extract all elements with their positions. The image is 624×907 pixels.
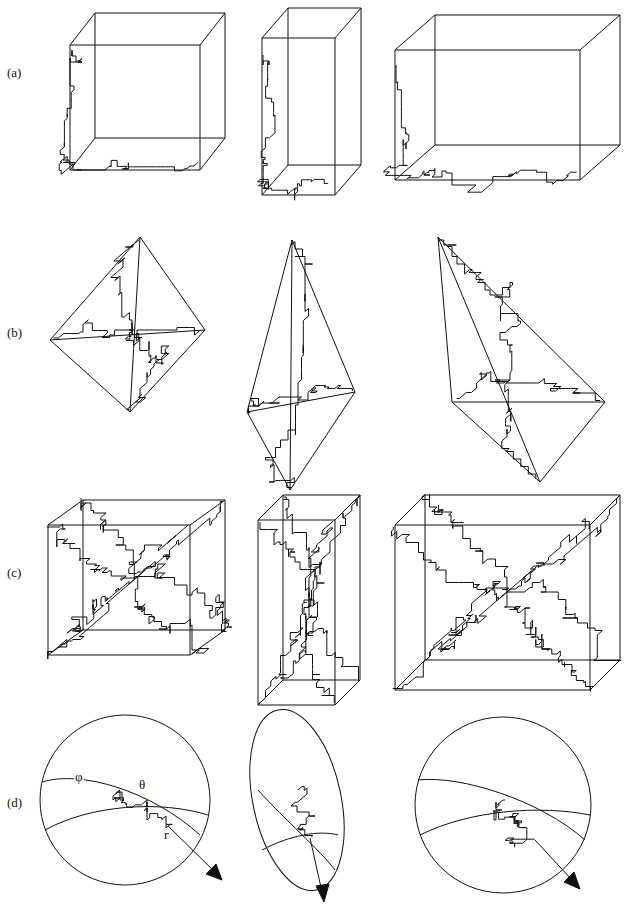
random-walk-path [505,592,594,692]
tetrahedron-frame [247,240,355,490]
random-walk-path [422,494,508,592]
radius-arrow [310,838,322,892]
random-walk-path [81,498,137,580]
random-walk-path [439,240,521,380]
sphere-outline [40,715,210,885]
random-walk-path [383,65,576,192]
sphere-arc [418,779,590,840]
random-walk-path [259,600,310,704]
axis-label: r [163,828,169,842]
random-walk-path [502,380,536,479]
random-walk-path [284,497,320,600]
box-frame [262,8,361,195]
random-walk-path [266,400,299,488]
tetrahedron-frame [50,237,205,412]
random-walk-path [507,580,621,661]
random-walk-path [257,55,328,200]
panel-label: (d) [6,796,23,810]
radius-arrow [535,840,572,880]
panel-label: (a) [6,66,22,80]
box-frame [395,15,620,180]
random-walk-path [291,786,315,836]
random-walk-path [306,600,358,682]
arrow-head [316,884,329,902]
random-walk-path [426,592,507,660]
random-walk-path [130,328,200,338]
tetrahedron-frame [438,237,605,482]
random-walk-path [494,800,535,847]
arrow-head [564,872,580,889]
random-walk-path [507,496,620,593]
radius-arrow [168,826,215,872]
axis-label: φ [74,770,84,784]
arrow-head [206,864,222,880]
box-frame [258,495,360,705]
random-walk-path [393,582,507,689]
sphere-outline [415,717,591,893]
random-walk-path [67,578,136,633]
random-walk-path [113,790,172,828]
axis-label: θ [138,778,146,792]
random-walk-path [125,330,169,410]
random-walk-path [249,397,302,414]
random-walk-path [281,600,318,678]
random-walk-path [457,372,510,399]
random-walk-path [292,242,313,401]
panel-label: (b) [6,326,23,340]
random-walk-path [54,320,133,338]
random-walk-path [59,50,198,174]
random-walk-path [306,496,361,601]
panel-label: (c) [6,566,22,580]
sphere-arc [42,779,208,835]
random-walk-path [47,524,136,581]
random-walk-path [507,379,601,401]
random-walk-path [48,578,136,659]
random-walk-path [134,564,232,632]
random-walk-path [136,502,223,579]
random-walk-path [111,240,140,336]
cube-frame [70,13,225,170]
ellipsoid-outline [235,701,359,899]
random-walk-path [298,386,352,401]
